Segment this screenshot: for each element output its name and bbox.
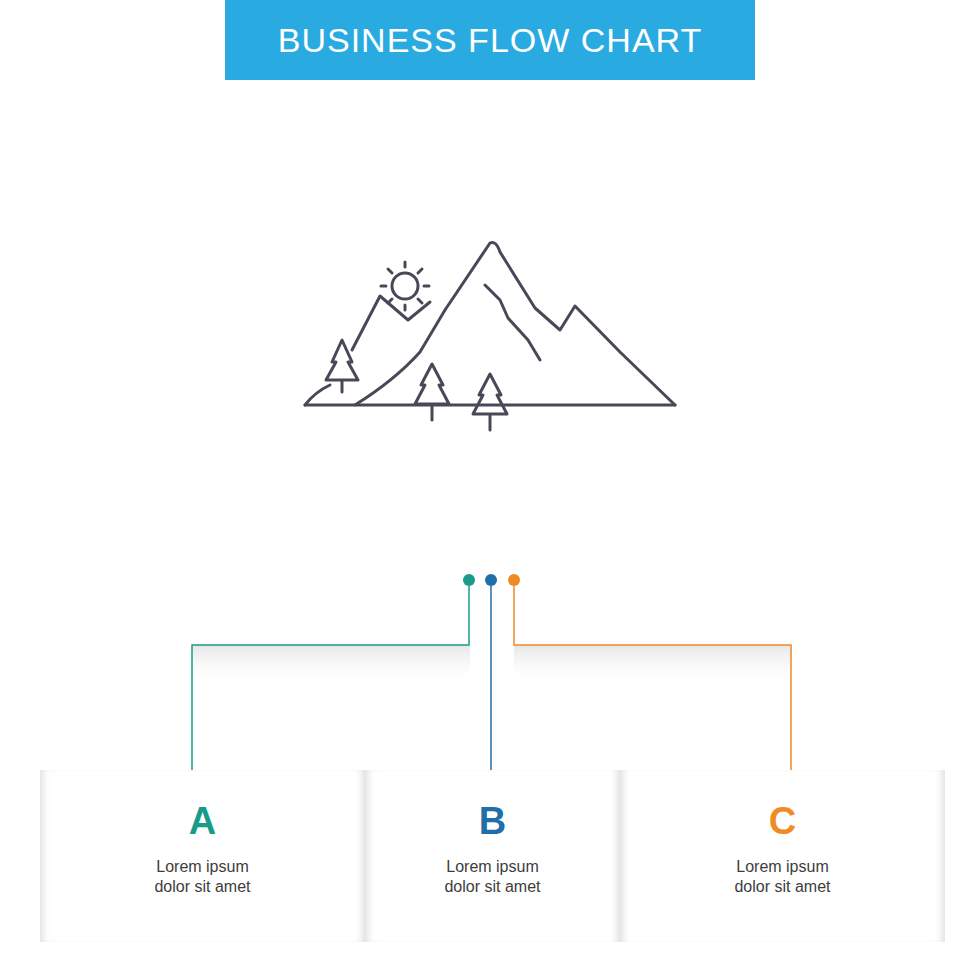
step-panel: B Lorem ipsum dolor sit amet	[365, 770, 620, 942]
step-letter: C	[620, 800, 945, 843]
chart-title: BUSINESS FLOW CHART	[278, 21, 703, 60]
step-description: Lorem ipsum dolor sit amet	[718, 857, 848, 897]
step-description: Lorem ipsum dolor sit amet	[428, 857, 558, 897]
step-letter: A	[40, 800, 365, 843]
step-description: Lorem ipsum dolor sit amet	[138, 857, 268, 897]
step-panel: A Lorem ipsum dolor sit amet	[40, 770, 365, 942]
step-letter: B	[365, 800, 620, 843]
step-panel: C Lorem ipsum dolor sit amet	[620, 770, 945, 942]
